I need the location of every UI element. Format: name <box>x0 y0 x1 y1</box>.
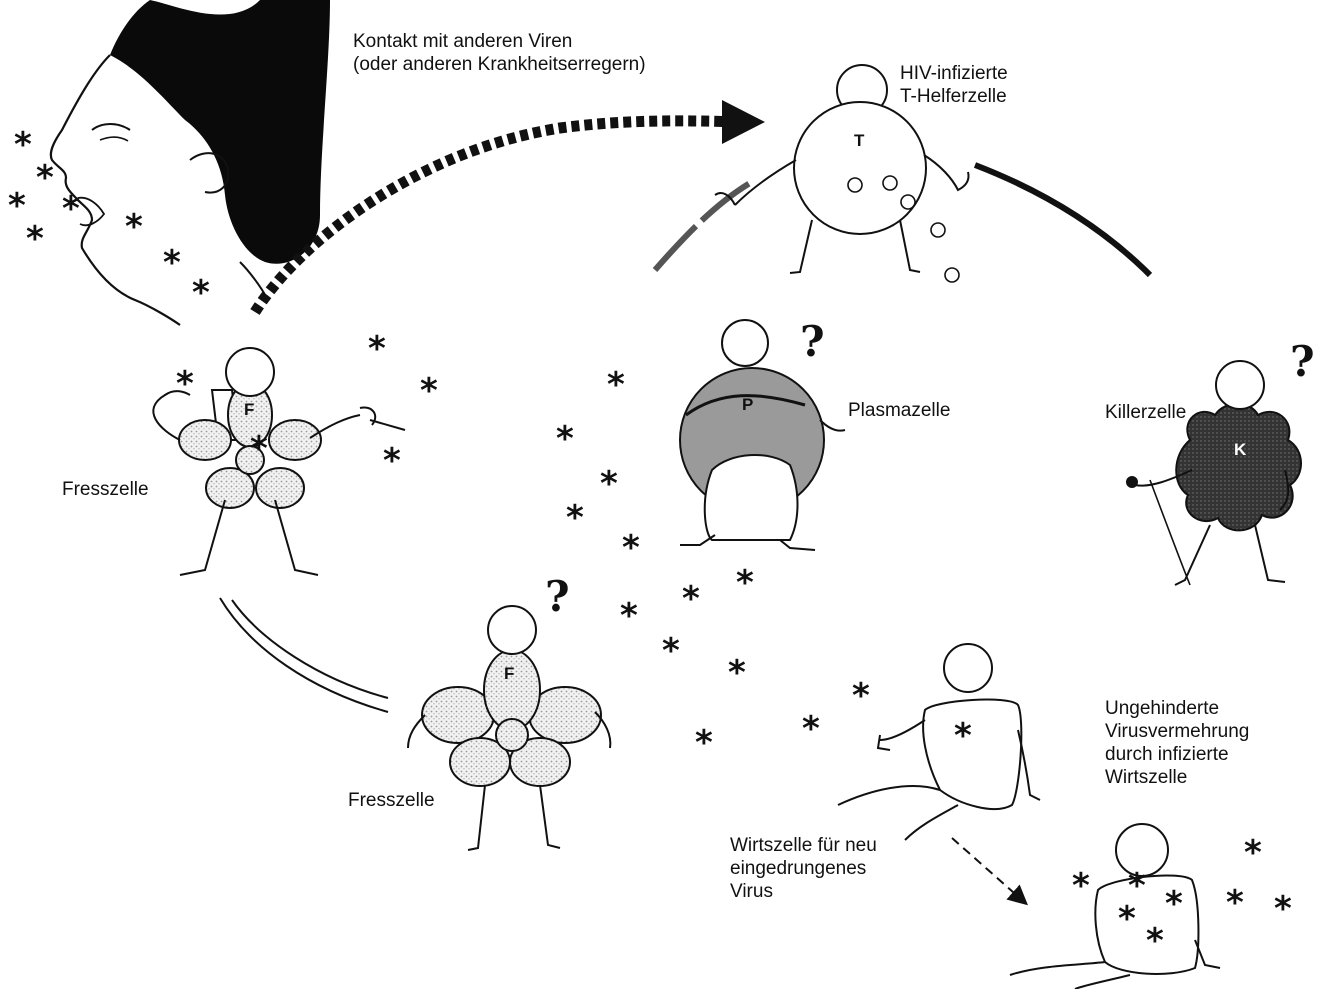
virus-asterisk-icon: * <box>695 732 713 755</box>
virus-asterisk-icon: * <box>1226 892 1244 915</box>
virus-asterisk-icon: * <box>125 216 143 239</box>
virus-asterisk-icon: * <box>8 195 26 218</box>
host-cell <box>838 644 1040 840</box>
killer-cell-letter: K <box>1234 438 1246 461</box>
virus-asterisk-icon: * <box>1146 930 1164 953</box>
host-cell-label-line: Wirtszelle für neu <box>730 834 877 857</box>
contact-label-line: Kontakt mit anderen Viren <box>353 30 646 53</box>
host-cell-label-line: Virus <box>730 880 877 903</box>
question-mark-icon: ? <box>800 330 825 353</box>
question-mark-icon: ? <box>1290 350 1315 373</box>
phagocyte-bottom-label: Fresszelle <box>348 789 435 812</box>
killer-cell-label: Killerzelle <box>1105 401 1186 424</box>
virus-asterisk-icon: * <box>607 374 625 397</box>
virus-asterisk-icon: * <box>1072 875 1090 898</box>
virus-asterisk-icon: * <box>1244 842 1262 865</box>
t-helper-cell-label-line: HIV-infizierte <box>900 62 1008 85</box>
virus-asterisk-icon: * <box>1118 908 1136 931</box>
killer-cell <box>1127 361 1301 585</box>
phagocyte-left-label: Fresszelle <box>62 478 149 501</box>
virus-asterisk-icon: * <box>802 718 820 741</box>
phagocyte-left-letter: F <box>244 398 254 421</box>
virus-asterisk-icon: * <box>728 662 746 685</box>
plasma-cell-letter: P <box>742 393 753 416</box>
virus-asterisk-icon: * <box>736 572 754 595</box>
virus-asterisk-icon: * <box>622 537 640 560</box>
replication-label-line: Virusvermehrung <box>1105 720 1249 743</box>
virus-asterisk-icon: * <box>1165 893 1183 916</box>
virus-asterisk-icon: * <box>36 167 54 190</box>
human-head-icon <box>51 0 330 325</box>
virus-asterisk-icon: * <box>566 507 584 530</box>
virus-asterisk-icon: * <box>163 252 181 275</box>
infected-host-cell <box>1010 824 1220 989</box>
contact-arrow <box>255 121 740 312</box>
host-cell-label: Wirtszelle für neu eingedrungenes Virus <box>730 834 877 903</box>
virus-asterisk-icon: * <box>620 605 638 628</box>
virus-asterisk-icon: * <box>600 473 618 496</box>
virus-asterisk-icon: * <box>662 640 680 663</box>
replication-label-line: Ungehinderte <box>1105 697 1249 720</box>
contact-label: Kontakt mit anderen Viren (oder anderen … <box>353 30 646 76</box>
dashed-arrow-icon <box>952 838 1022 900</box>
replication-label: Ungehinderte Virusvermehrung durch infiz… <box>1105 697 1249 789</box>
question-mark-icon: ? <box>545 585 570 608</box>
virus-asterisk-icon: * <box>26 228 44 251</box>
contact-label-line: (oder anderen Krankheitserregern) <box>353 53 646 76</box>
virus-asterisk-icon: * <box>1128 875 1146 898</box>
contact-arrowhead <box>722 100 765 144</box>
virus-asterisk-icon: * <box>250 438 268 461</box>
t-helper-cell-label: HIV-infizierte T-Helferzelle <box>900 62 1008 108</box>
virus-asterisk-icon: * <box>192 282 210 305</box>
t-helper-cell-label-line: T-Helferzelle <box>900 85 1008 108</box>
host-cell-label-line: eingedrungenes <box>730 857 877 880</box>
virus-asterisk-icon: * <box>62 198 80 221</box>
virus-asterisk-icon: * <box>1274 898 1292 921</box>
plasma-cell-label: Plasmazelle <box>848 399 950 422</box>
phagocyte-bottom-letter: F <box>504 662 514 685</box>
virus-asterisk-icon: * <box>368 338 386 361</box>
replication-label-line: Wirtszelle <box>1105 766 1249 789</box>
virus-asterisk-icon: * <box>420 380 438 403</box>
virus-asterisk-icon: * <box>383 450 401 473</box>
virus-asterisk-icon: * <box>954 725 972 748</box>
virus-asterisk-icon: * <box>14 134 32 157</box>
virus-asterisk-icon: * <box>682 588 700 611</box>
virus-asterisk-icon: * <box>556 428 574 451</box>
replication-label-line: durch infizierte <box>1105 743 1249 766</box>
phagocyte-bottom <box>408 606 610 850</box>
virus-asterisk-icon: * <box>852 685 870 708</box>
t-cell-letter: T <box>854 129 864 152</box>
virus-asterisk-icon: * <box>176 373 194 396</box>
